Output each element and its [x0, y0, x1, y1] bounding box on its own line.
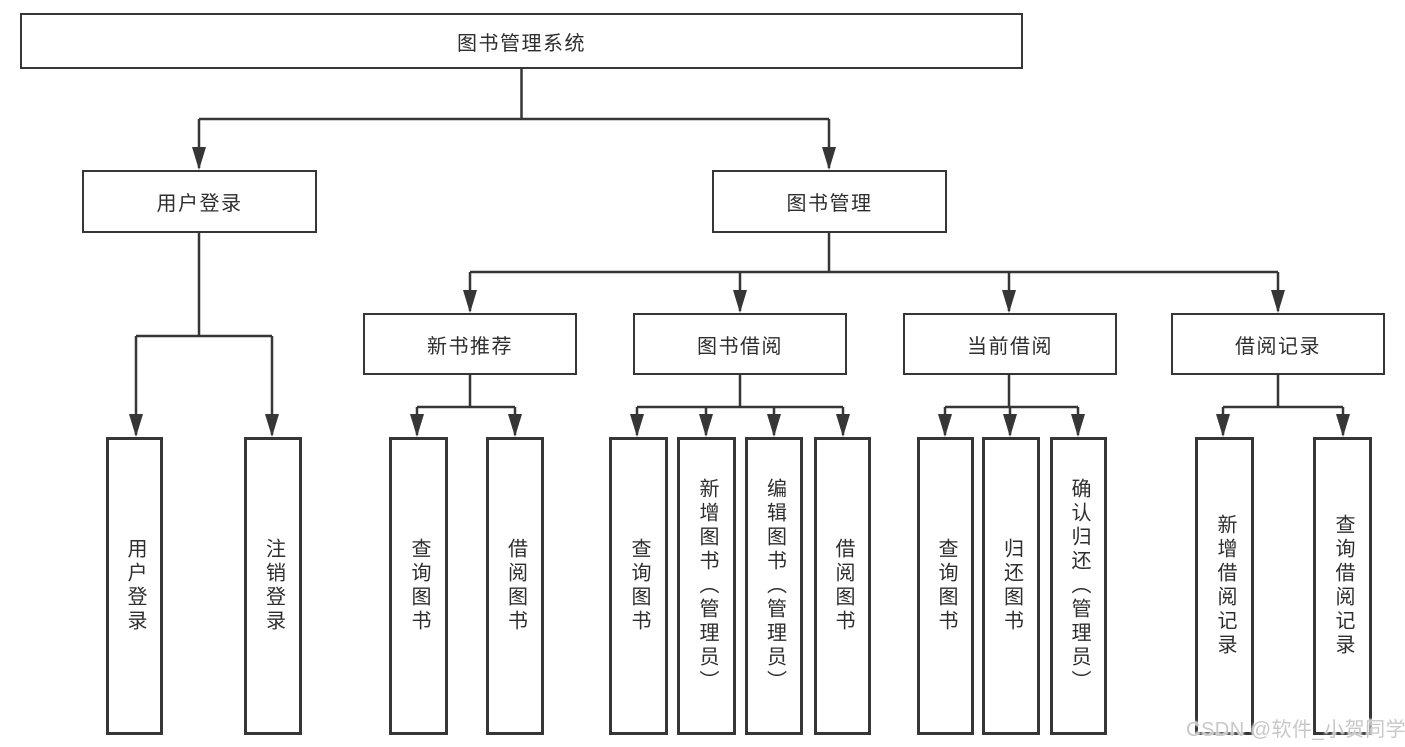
arrowhead	[1216, 414, 1230, 437]
node-book-borrow: 图书借阅	[633, 313, 847, 375]
node-user-login: 用户登录	[82, 170, 317, 233]
leaf-query-borrow-record: 查询借阅记录	[1313, 437, 1372, 735]
leaf-add-borrow-record: 新增借阅记录	[1195, 437, 1254, 735]
arrowhead	[129, 414, 143, 437]
leaf-label: 归还图书	[1000, 538, 1023, 634]
leaf-label: 注销登录	[262, 538, 285, 634]
leaf-query-books-recommend: 查询图书	[389, 437, 448, 735]
arrowhead	[836, 414, 850, 437]
arrowhead	[767, 414, 781, 437]
leaf-label: 查询图书	[935, 538, 957, 634]
arrowhead	[1002, 290, 1016, 313]
arrowhead	[508, 414, 522, 437]
leaf-label: 确认归还（管理员）	[1068, 478, 1090, 694]
leaf-label: 借阅图书	[504, 538, 527, 634]
leaf-label: 查询图书	[628, 538, 650, 634]
node-book-management: 图书管理	[712, 170, 947, 233]
arrowhead	[938, 414, 952, 437]
node-current-borrow: 当前借阅	[903, 313, 1117, 375]
leaf-borrow-books-recommend: 借阅图书	[486, 437, 544, 735]
arrowhead	[630, 414, 644, 437]
arrowhead	[1336, 414, 1350, 437]
leaf-label: 借阅图书	[832, 538, 854, 634]
node-new-book-recommend: 新书推荐	[363, 313, 577, 375]
arrowhead	[463, 290, 477, 313]
node-root-system: 图书管理系统	[20, 13, 1023, 69]
arrowhead	[699, 414, 713, 437]
arrowhead	[733, 290, 747, 313]
arrowhead	[1071, 414, 1085, 437]
leaf-label: 查询借阅记录	[1332, 514, 1354, 658]
arrowhead	[1271, 290, 1285, 313]
arrowhead	[1003, 414, 1017, 437]
csdn-watermark: CSDN @软件_小贺同学	[1186, 719, 1405, 741]
leaf-user-login: 用户登录	[106, 437, 163, 735]
leaf-confirm-return-admin: 确认归还（管理员）	[1050, 437, 1107, 735]
leaf-edit-books-admin: 编辑图书（管理员）	[745, 437, 803, 735]
arrowhead	[822, 147, 836, 170]
leaf-label: 新增图书（管理员）	[696, 478, 718, 694]
leaf-query-books-borrow: 查询图书	[609, 437, 668, 735]
connector-paths	[134, 69, 1345, 435]
arrowhead	[265, 414, 279, 437]
leaf-label: 用户登录	[124, 538, 146, 634]
leaf-label: 编辑图书（管理员）	[763, 478, 786, 694]
leaf-return-books: 归还图书	[982, 437, 1040, 735]
node-borrow-records: 借阅记录	[1171, 313, 1385, 375]
leaf-borrow-books: 借阅图书	[814, 437, 871, 735]
leaf-query-books-current: 查询图书	[917, 437, 974, 735]
leaf-logout: 注销登录	[244, 437, 302, 735]
leaf-add-books-admin: 新增图书（管理员）	[677, 437, 736, 735]
arrowhead	[410, 414, 424, 437]
leaf-label: 新增借阅记录	[1214, 514, 1236, 658]
leaf-label: 查询图书	[408, 538, 430, 634]
arrowhead	[192, 147, 206, 170]
